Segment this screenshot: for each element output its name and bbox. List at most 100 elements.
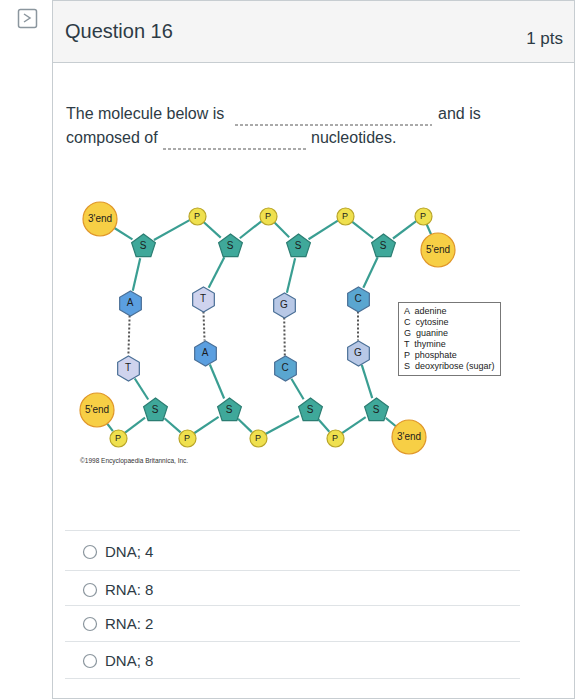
backbone-bond <box>114 228 132 239</box>
sugar-pentagon: S <box>285 233 312 260</box>
sugar-pentagon: S <box>130 233 157 260</box>
node-label: S <box>307 405 314 415</box>
base-hexagon: T <box>115 355 142 382</box>
backbone-bond <box>107 424 113 432</box>
base-hexagon: C <box>272 355 299 382</box>
strand-end: 3'end <box>82 201 118 237</box>
sugar-pentagon: S <box>217 233 244 260</box>
node-label: S <box>227 241 234 251</box>
node-label: A <box>202 348 209 358</box>
node-label: S <box>373 405 380 415</box>
base-hexagon: T <box>190 286 217 313</box>
phosphate-circle: P <box>249 429 268 448</box>
node-label: S <box>295 241 302 251</box>
answer-option: DNA; 4 <box>105 543 153 560</box>
legend-entry: S deoxyribose (sugar) <box>404 361 495 372</box>
node-label: G <box>354 348 362 358</box>
node-label: A <box>127 298 134 308</box>
phosphate-circle: P <box>414 207 433 226</box>
copyright-note: ©1998 Encyclopaedia Britannica, Inc. <box>80 457 188 464</box>
legend-entry: G guanine <box>404 328 495 339</box>
question-text: and is <box>438 105 481 123</box>
header-rule <box>53 62 574 63</box>
question-text: nucleotides. <box>311 129 396 147</box>
sugar-pentagon: S <box>142 397 169 424</box>
backbone-bond <box>362 365 372 398</box>
node-label: P <box>332 434 338 443</box>
answer-blank <box>163 149 307 150</box>
backbone-bond <box>426 224 431 235</box>
backbone-bond <box>194 417 219 433</box>
node-label: P <box>265 212 271 221</box>
node-label: S <box>152 405 159 415</box>
hydrogen-bond <box>357 312 359 341</box>
header-band <box>53 1 574 62</box>
backbone-bond <box>238 419 252 432</box>
sugar-pentagon: S <box>216 397 243 424</box>
node-label: P <box>255 434 261 443</box>
base-hexagon: A <box>117 290 144 317</box>
hydrogen-bond <box>203 311 204 340</box>
strand-end: 5'end <box>420 232 456 268</box>
backbone-bond <box>291 379 303 400</box>
phosphate-circle: P <box>326 429 345 448</box>
strand-end: 3'end <box>391 419 427 455</box>
node-label: S <box>140 241 147 251</box>
node-label: 3'end <box>397 432 421 442</box>
bookmark-icon <box>19 10 37 28</box>
backbone-bond <box>309 221 338 240</box>
legend-entry: A adenine <box>404 306 495 317</box>
node-label: S <box>380 241 387 251</box>
phosphate-circle: P <box>109 429 128 448</box>
node-label: T <box>200 294 206 304</box>
question-panel <box>53 1 575 699</box>
backbone-bond <box>133 258 140 291</box>
node-label: P <box>115 434 121 443</box>
node-label: C <box>354 294 361 304</box>
sugar-pentagon: S <box>363 397 390 424</box>
option-rules <box>65 531 520 679</box>
question-text: composed of <box>66 129 158 147</box>
node-label: C <box>281 363 288 373</box>
node-label: P <box>184 434 190 443</box>
legend-box: A adenineC cytosineG guanineT thymineP p… <box>398 302 501 376</box>
backbone-bond <box>203 222 220 238</box>
answer-option: DNA; 8 <box>105 652 153 669</box>
backbone-bond <box>164 418 180 432</box>
backbone-bond <box>274 222 289 237</box>
phosphate-circle: P <box>178 429 197 448</box>
question-title: Question 16 <box>65 20 173 43</box>
answer-blank <box>235 125 432 126</box>
backbone-bond <box>363 257 377 287</box>
backbone-bond <box>154 220 190 240</box>
backbone-bond <box>210 365 224 399</box>
hydrogen-bond <box>283 317 286 355</box>
node-label: 5'end <box>426 245 450 255</box>
backbone-bond <box>125 418 145 433</box>
backbone-bond <box>240 221 262 238</box>
node-label: T <box>125 363 131 373</box>
node-label: P <box>420 212 426 221</box>
backbone-bond <box>265 416 299 434</box>
strand-end: 5'end <box>79 392 115 428</box>
base-hexagon: G <box>271 292 298 319</box>
node-label: 3'end <box>88 214 112 224</box>
base-hexagon: A <box>192 340 219 367</box>
sugar-pentagon: S <box>370 233 397 260</box>
backbone-bond <box>318 419 329 431</box>
legend-entry: P phosphate <box>404 350 495 361</box>
phosphate-circle: P <box>188 207 207 226</box>
backbone-bond <box>135 379 148 400</box>
base-hexagon: C <box>345 286 372 313</box>
sugar-pentagon: S <box>297 397 324 424</box>
backbone-bond <box>287 258 295 293</box>
radio-button <box>84 546 97 668</box>
node-label: S <box>226 405 233 415</box>
backbone-bond <box>209 257 225 288</box>
points-value: 1 pts <box>526 29 563 49</box>
answer-option: RNA: 8 <box>105 581 153 598</box>
question-text: The molecule below is <box>66 105 224 123</box>
backbone-bond <box>393 221 416 238</box>
phosphate-circle: P <box>259 207 278 226</box>
node-label: 5'end <box>85 405 109 415</box>
